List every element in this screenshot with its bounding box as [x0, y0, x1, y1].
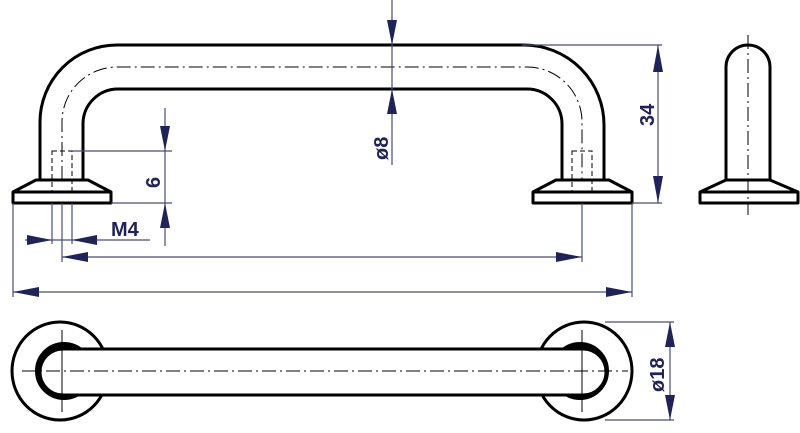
tube-diameter-label: ø8 [371, 137, 393, 160]
thread-label: M4 [111, 219, 140, 241]
right-thread-hole [571, 150, 593, 194]
left-thread-hole [51, 150, 73, 194]
dimension-thread-depth: 6 [72, 108, 172, 246]
dimension-hole-spacing [61, 203, 583, 262]
left-foot [11, 178, 113, 205]
dimension-height: 34 [522, 44, 663, 204]
handle-centerline [61, 66, 583, 180]
base-diameter-label: ø18 [647, 358, 669, 392]
height-label: 34 [637, 103, 659, 126]
top-bar [38, 347, 608, 397]
front-view [11, 43, 634, 205]
dimension-base-diameter: ø18 [605, 321, 675, 421]
handle-outer-contour [38, 43, 606, 180]
side-foot [698, 178, 800, 205]
side-view [698, 35, 800, 215]
dimension-overall-length [12, 203, 633, 297]
dimension-thread: M4 [25, 203, 150, 245]
right-foot [531, 178, 634, 205]
handle-inner-contour [81, 87, 564, 180]
dimension-tube-diameter: ø8 [371, 0, 397, 165]
top-view [10, 320, 634, 422]
thread-depth-label: 6 [143, 177, 165, 188]
